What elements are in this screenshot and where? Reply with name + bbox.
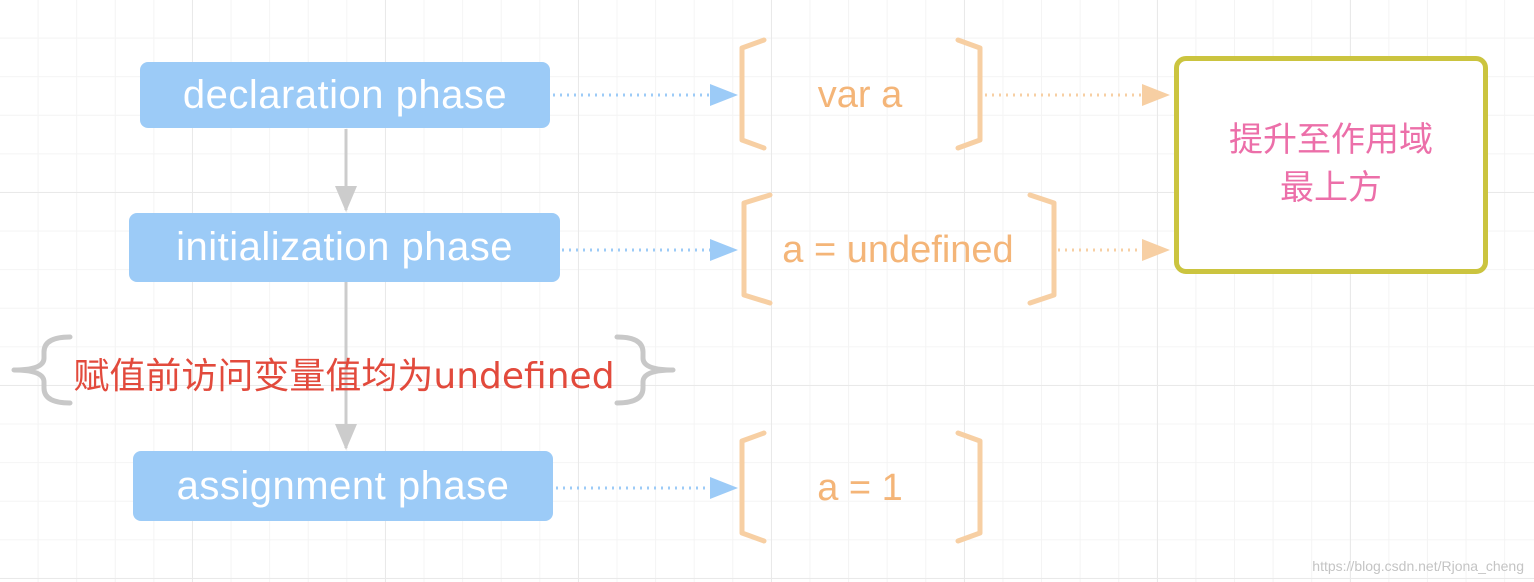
phase-declaration-label: declaration phase xyxy=(182,72,508,117)
phase-initialization: initialization phase xyxy=(129,213,560,282)
phase-declaration: declaration phase xyxy=(140,62,550,128)
flow-arrow-1-head xyxy=(335,186,357,212)
bracket-left-1 xyxy=(739,37,767,151)
brace-right xyxy=(614,334,676,406)
value-brackets xyxy=(739,37,1057,544)
value-initialization-text: a = undefined xyxy=(782,228,1014,271)
annotation-note: 赋值前访问变量值均为undefined xyxy=(64,345,624,401)
flow-arrows xyxy=(335,129,357,450)
hoist-target-line2: 最上方 xyxy=(1280,168,1382,208)
value-assignment-text: a = 1 xyxy=(817,466,903,509)
annotation-note-text: 赋值前访问变量值均为undefined xyxy=(73,356,615,397)
bracket-right-2 xyxy=(1027,192,1057,306)
value-initialization: a = undefined xyxy=(760,225,1036,275)
phase-initialization-label: initialization phase xyxy=(176,225,513,269)
value-assignment: a = 1 xyxy=(760,463,960,513)
hoist-connectors xyxy=(985,84,1170,261)
flow-arrow-2-head xyxy=(335,424,357,450)
value-declaration-text: var a xyxy=(817,73,903,116)
value-declaration: var a xyxy=(760,70,960,120)
brace-left xyxy=(11,334,73,406)
note-braces xyxy=(11,334,676,406)
bracket-right-1 xyxy=(955,37,983,151)
phase-connectors xyxy=(553,84,738,499)
bracket-right-3 xyxy=(955,430,983,544)
hoist-target-line1: 提升至作用域 xyxy=(1229,120,1433,161)
hoist-target-box: 提升至作用域 最上方 xyxy=(1174,56,1488,274)
bracket-left-3 xyxy=(739,430,767,544)
phase-assignment: assignment phase xyxy=(133,451,553,521)
bracket-left-2 xyxy=(741,192,773,306)
phase-assignment-label: assignment phase xyxy=(176,463,510,508)
watermark: https://blog.csdn.net/Rjona_cheng xyxy=(1312,558,1524,574)
